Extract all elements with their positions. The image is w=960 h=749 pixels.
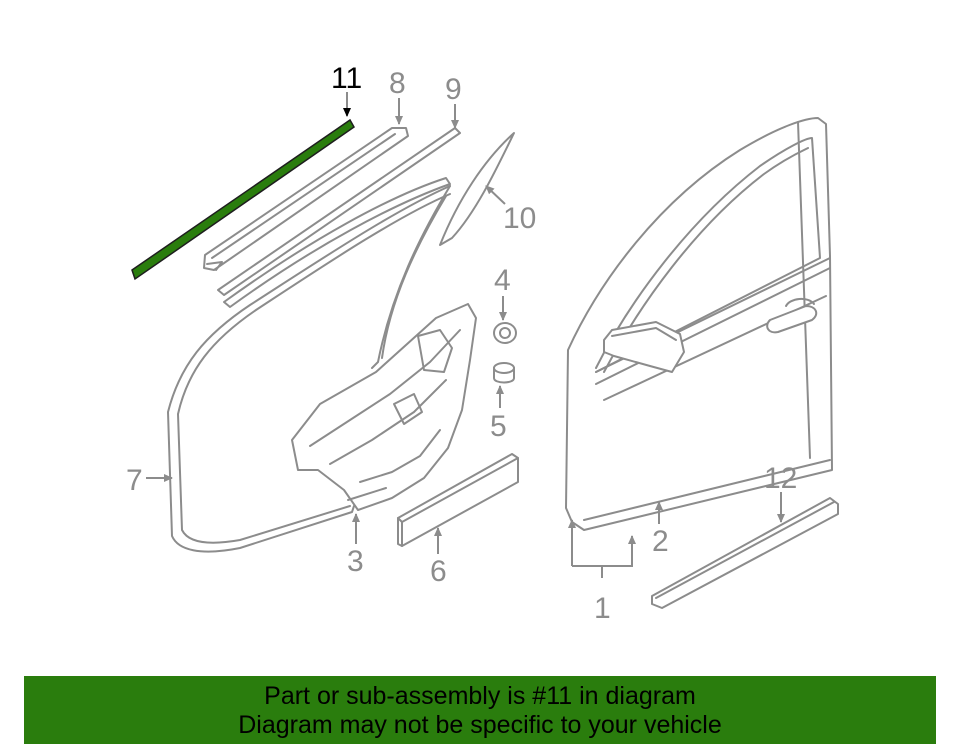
label-part-6: 6 <box>430 555 447 588</box>
parts-diagram: 11 8 9 10 4 5 7 12 3 6 2 1 <box>126 62 839 625</box>
label-part-7: 7 <box>126 464 143 497</box>
banner-line-1: Part or sub-assembly is #11 in diagram <box>264 682 696 710</box>
label-part-9: 9 <box>445 73 462 106</box>
part-8-weatherstrip[interactable] <box>203 127 409 271</box>
banner-line-2: Diagram may not be specific to your vehi… <box>238 711 722 739</box>
label-part-5: 5 <box>490 410 507 443</box>
part-6-protector[interactable] <box>397 453 519 547</box>
door-sash-channel <box>223 177 451 308</box>
part-12-sill-molding[interactable] <box>651 497 839 609</box>
part-9-glass-run[interactable] <box>217 127 461 296</box>
label-part-12: 12 <box>764 462 797 495</box>
leader-lines <box>146 92 785 578</box>
part-10-garnish[interactable] <box>439 132 515 246</box>
label-part-11: 11 <box>331 62 362 95</box>
label-part-10: 10 <box>503 202 536 235</box>
part-3-door-module[interactable] <box>291 303 477 511</box>
part-7-opening-weatherstrip[interactable] <box>167 185 451 553</box>
label-part-4: 4 <box>494 264 511 297</box>
label-part-1: 1 <box>594 592 611 625</box>
part-11-belt-molding[interactable] <box>131 118 355 281</box>
label-part-8: 8 <box>389 67 406 100</box>
label-part-3: 3 <box>347 545 364 578</box>
part-1-door-shell[interactable] <box>565 117 833 531</box>
part-4-clip[interactable] <box>493 322 517 344</box>
part-5-plug[interactable] <box>493 362 515 384</box>
label-part-2: 2 <box>652 525 669 558</box>
info-banner: Part or sub-assembly is #11 in diagram D… <box>24 676 936 744</box>
